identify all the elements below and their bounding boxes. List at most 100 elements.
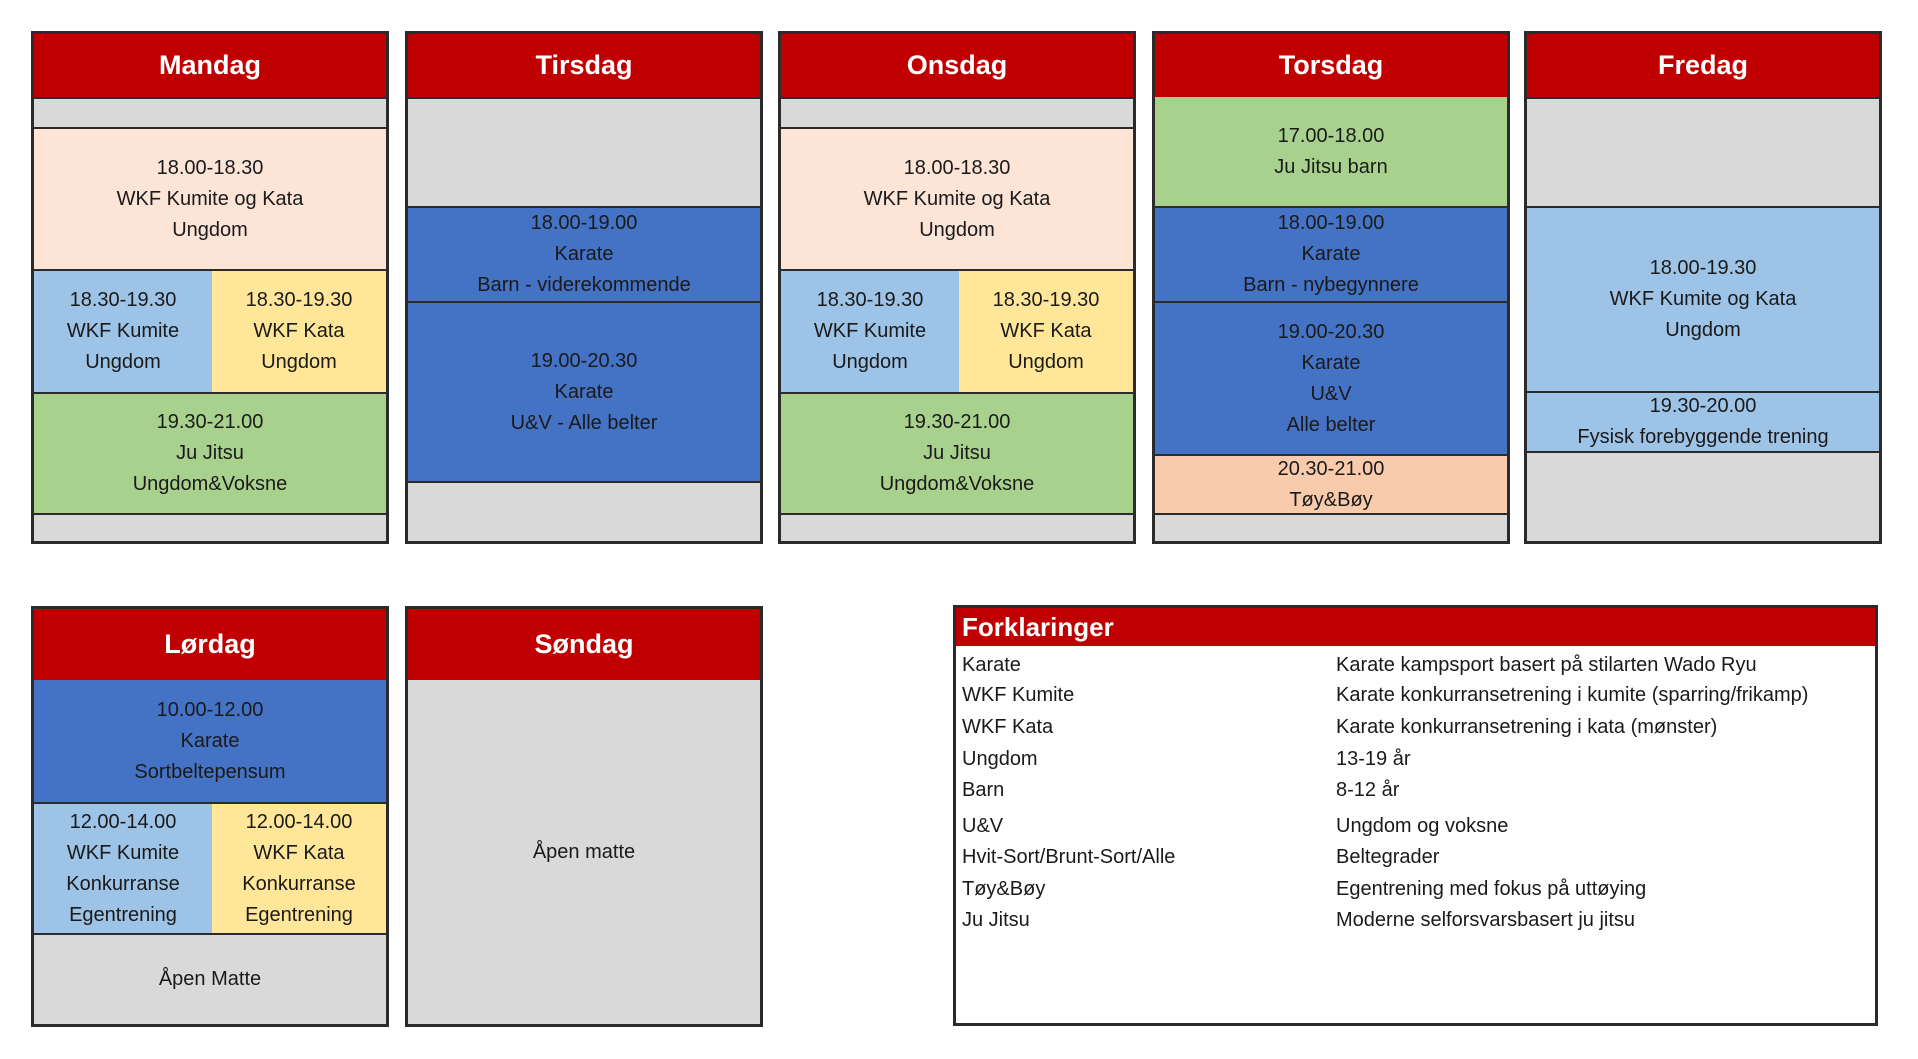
day-title: Mandag	[158, 50, 261, 80]
slot-activity: Karate	[554, 243, 614, 265]
slot-activity: Tøy&Bøy	[1289, 488, 1373, 511]
slot-group: Ungdom	[261, 351, 337, 373]
slot-activity: Ju Jitsu	[923, 442, 991, 464]
slot-kata: 12.00-14.00 WKF Kata Konkurranse Egentre…	[212, 802, 386, 935]
slot-karate-sortbelte: 10.00-12.00 Karate Sortbeltepensum	[34, 680, 386, 804]
slot-time: 19.30-20.00	[1649, 395, 1757, 417]
slot-group: Ungdom&Voksne	[132, 473, 288, 495]
legend-row: Ju Jitsu Moderne selforsvarsbasert ju jit…	[962, 909, 1869, 939]
slot-kata: 18.30-19.30 WKF Kata Ungdom	[959, 269, 1133, 394]
slot-fysisk: 19.30-20.00 Fysisk forebyggende trening	[1527, 391, 1879, 453]
slot-ju-jitsu: 19.30-21.00 Ju Jitsu Ungdom&Voksne	[781, 392, 1133, 515]
legend-definition: Moderne selforsvarsbasert ju jitsu	[1336, 909, 1636, 931]
slot-time: 18.00-19.00	[1277, 212, 1385, 234]
slot-time: 18.30-19.30	[69, 289, 177, 311]
slot-time: 10.00-12.00	[156, 698, 264, 721]
slot-time: 19.30-21.00	[903, 411, 1011, 433]
day-column-sondag: Søndag Åpen matte	[405, 606, 763, 1027]
legend-definition: Karate kampsport basert på stilarten Wad…	[1336, 654, 1757, 676]
slot-time: 12.00-14.00	[69, 810, 177, 833]
slot-group: Ungdom	[172, 218, 248, 241]
slot-kumite-kata: 18.00-19.30 WKF Kumite og Kata Ungdom	[1527, 206, 1879, 393]
slot-group: Barn - nybegynnere	[1243, 274, 1419, 296]
day-header-lordag: Lørdag	[34, 609, 386, 682]
slot-group: Konkurranse	[242, 872, 356, 895]
slot-apen-matte: Åpen Matte	[34, 933, 386, 1024]
slot-group: Konkurranse	[66, 872, 180, 895]
day-header-fredag: Fredag	[1527, 34, 1879, 99]
slot-apen-matte: Åpen matte	[408, 680, 760, 1024]
slot-activity: WKF Kumite	[66, 841, 180, 864]
slot-activity: Karate	[1301, 351, 1361, 374]
slot-activity: Åpen Matte	[158, 968, 262, 990]
slot-group: Ungdom	[85, 351, 161, 373]
legend-definition: 13-19 år	[1336, 748, 1411, 770]
slot-time: 19.00-20.30	[530, 349, 638, 372]
slot-kumite: 12.00-14.00 WKF Kumite Konkurranse Egent…	[34, 802, 214, 935]
slot-kata: 18.30-19.30 WKF Kata Ungdom	[212, 269, 386, 394]
legend-term: U&V	[962, 815, 1004, 837]
slot-activity: Fysisk forebyggende trening	[1577, 426, 1829, 448]
day-title: Fredag	[1657, 50, 1749, 80]
slot-activity: WKF Kata	[1000, 320, 1092, 342]
day-title: Torsdag	[1278, 50, 1384, 80]
slot-karate-barn: 18.00-19.00 Karate Barn - nybegynnere	[1155, 206, 1507, 303]
slot-time: 19.30-21.00	[156, 411, 264, 433]
legend-definition: Karate konkurransetrening i kata (mønste…	[1336, 716, 1718, 738]
slot-kumite-kata: 18.00-18.30 WKF Kumite og Kata Ungdom	[34, 127, 386, 271]
slot-activity: Karate	[180, 729, 240, 752]
slot-time: 20.30-21.00	[1277, 457, 1385, 480]
day-column-mandag: Mandag 18.00-18.30 WKF Kumite og Kata Un…	[31, 31, 389, 544]
legend-definition: Karate konkurransetrening i kumite (spar…	[1336, 684, 1809, 706]
slot-karate-uv: 19.00-20.30 Karate U&V Alle belter	[1155, 301, 1507, 456]
slot-ju-jitsu: 19.30-21.00 Ju Jitsu Ungdom&Voksne	[34, 392, 386, 515]
slot-group: Ungdom	[1008, 351, 1084, 373]
legend-term: Barn	[962, 779, 1005, 801]
slot-time: 18.30-19.30	[992, 289, 1100, 311]
slot-karate-barn: 18.00-19.00 Karate Barn - viderekommende	[408, 206, 760, 303]
legend-term: WKF Kata	[962, 716, 1054, 738]
slot-group: Ungdom	[832, 351, 908, 373]
day-header-onsdag: Onsdag	[781, 34, 1133, 99]
day-title: Lørdag	[164, 629, 256, 659]
slot-belts: Alle belter	[1286, 413, 1376, 436]
slot-type: Egentrening	[69, 903, 177, 926]
slot-time: 18.30-19.30	[245, 289, 353, 311]
slot-kumite: 18.30-19.30 WKF Kumite Ungdom	[34, 269, 214, 394]
slot-activity: Åpen matte	[532, 840, 636, 863]
day-column-torsdag: Torsdag 17.00-18.00 Ju Jitsu barn 18.00-…	[1152, 31, 1510, 544]
day-header-torsdag: Torsdag	[1155, 34, 1507, 99]
slot-activity: WKF Kumite og Kata	[1609, 288, 1797, 310]
day-title: Tirsdag	[535, 50, 633, 80]
slot-time: 19.00-20.30	[1277, 320, 1385, 343]
day-header-sondag: Søndag	[408, 609, 760, 682]
slot-time: 18.00-18.30	[156, 156, 264, 179]
slot-activity: WKF Kumite og Kata	[863, 187, 1051, 210]
slot-time: 18.00-19.00	[530, 212, 638, 234]
legend-term: WKF Kumite	[962, 684, 1075, 706]
slot-group: U&V	[1310, 382, 1352, 405]
slot-activity: Karate	[554, 380, 614, 403]
day-column-lordag: Lørdag 10.00-12.00 Karate Sortbeltepensu…	[31, 606, 389, 1027]
day-header-mandag: Mandag	[34, 34, 386, 99]
slot-kumite: 18.30-19.30 WKF Kumite Ungdom	[781, 269, 961, 394]
slot-type: Egentrening	[245, 903, 353, 926]
legend-term: Tøy&Bøy	[962, 878, 1046, 900]
slot-time: 18.30-19.30	[816, 289, 924, 311]
slot-activity: Ju Jitsu	[176, 442, 244, 464]
day-header-tirsdag: Tirsdag	[408, 34, 760, 99]
day-column-onsdag: Onsdag 18.00-18.30 WKF Kumite og Kata Un…	[778, 31, 1136, 544]
slot-toy-boy: 20.30-21.00 Tøy&Bøy	[1155, 454, 1507, 515]
day-column-fredag: Fredag 18.00-19.30 WKF Kumite og Kata Un…	[1524, 31, 1882, 544]
day-column-tirsdag: Tirsdag 18.00-19.00 Karate Barn - videre…	[405, 31, 763, 544]
slot-time: 12.00-14.00	[245, 810, 353, 833]
day-title: Onsdag	[906, 50, 1008, 80]
legend-definition: Beltegrader	[1336, 846, 1440, 868]
slot-activity: Ju Jitsu barn	[1274, 155, 1388, 178]
slot-activity: WKF Kumite	[66, 320, 180, 342]
legend-term: Ju Jitsu	[962, 909, 1030, 931]
slot-activity: WKF Kumite	[813, 320, 927, 342]
